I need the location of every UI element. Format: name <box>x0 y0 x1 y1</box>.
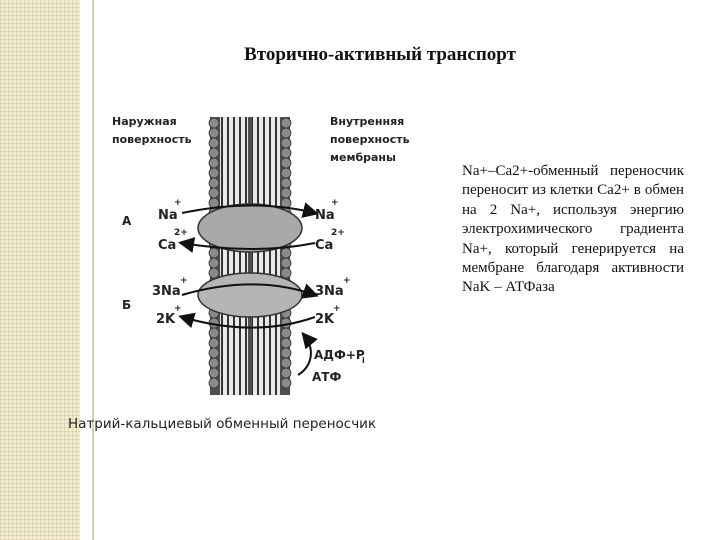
lipid-head <box>281 358 291 368</box>
lipid-head <box>281 268 291 278</box>
adp-label: АДФ+P <box>314 348 365 362</box>
slide-title: Вторично-активный транспорт <box>140 44 620 66</box>
left-ca-charge: 2+ <box>174 228 188 238</box>
lipid-head <box>281 338 291 348</box>
lipid-head <box>209 168 219 178</box>
lipid-head <box>209 148 219 158</box>
lipid-head <box>209 328 219 338</box>
inner-surface-label-1: Внутренняя <box>330 115 404 128</box>
left-na-charge: + <box>174 198 182 208</box>
lipid-head <box>209 188 219 198</box>
lipid-head <box>209 368 219 378</box>
row-b-label: Б <box>122 298 131 312</box>
lipid-head <box>209 248 219 258</box>
lipid-head <box>209 158 219 168</box>
lipid-head <box>281 188 291 198</box>
lipid-head <box>281 168 291 178</box>
left-ca-label: Ca <box>158 238 176 253</box>
left-3na-label: 3Na <box>152 284 181 299</box>
left-2k-label: 2K <box>156 312 176 327</box>
lipid-head <box>281 128 291 138</box>
lipid-head <box>281 368 291 378</box>
decorative-side-line <box>92 0 94 540</box>
lipid-head <box>281 328 291 338</box>
lipid-head <box>281 138 291 148</box>
lipid-head <box>281 348 291 358</box>
left-2k-charge: + <box>174 304 182 314</box>
right-na-label: Na <box>315 208 335 223</box>
outer-surface-label-1: Наружная <box>112 115 177 128</box>
lipid-head <box>281 148 291 158</box>
atp-arrow <box>298 335 311 375</box>
lipid-head <box>281 378 291 388</box>
lipid-head <box>209 138 219 148</box>
lipid-head <box>281 248 291 258</box>
left-na-label: Na <box>158 208 178 223</box>
outer-surface-label-2: поверхность <box>112 133 192 146</box>
description-text: Na+–Ca2+-обменный переносчик переносит и… <box>462 162 684 298</box>
right-na-charge: + <box>331 198 339 208</box>
atp-label: АТФ <box>312 370 341 384</box>
lipid-head <box>209 118 219 128</box>
exchanger-protein-a <box>198 204 302 252</box>
lipid-head <box>209 378 219 388</box>
adp-subscript: i <box>362 356 365 365</box>
lipid-head <box>209 348 219 358</box>
right-ca-charge: 2+ <box>331 228 345 238</box>
lipid-head <box>281 158 291 168</box>
atpase-protein-b <box>198 273 302 317</box>
membrane-diagram-svg: Наружная поверхность Внутренняя поверхно… <box>100 95 430 405</box>
membrane-right-tails <box>252 117 280 395</box>
left-3na-charge: + <box>180 276 188 286</box>
inner-surface-label-2: поверхность <box>330 133 410 146</box>
lipid-head <box>209 358 219 368</box>
right-3na-charge: + <box>343 276 351 286</box>
figure-caption: Натрий-кальциевый обменный переносчик <box>68 416 428 432</box>
lipid-head <box>209 258 219 268</box>
lipid-head <box>281 118 291 128</box>
transport-diagram: Наружная поверхность Внутренняя поверхно… <box>100 95 430 405</box>
right-3na-label: 3Na <box>315 284 344 299</box>
right-2k-charge: + <box>333 304 341 314</box>
membrane-left-tails <box>220 117 248 395</box>
lipid-head <box>209 178 219 188</box>
lipid-head <box>209 338 219 348</box>
right-2k-label: 2K <box>315 312 335 327</box>
inner-surface-label-3: мембраны <box>330 151 396 164</box>
lipid-head <box>281 258 291 268</box>
lipid-head <box>209 128 219 138</box>
row-a-label: А <box>122 214 132 228</box>
lipid-head <box>209 268 219 278</box>
lipid-head <box>281 178 291 188</box>
decorative-side-strip <box>0 0 80 540</box>
right-ca-label: Ca <box>315 238 333 253</box>
